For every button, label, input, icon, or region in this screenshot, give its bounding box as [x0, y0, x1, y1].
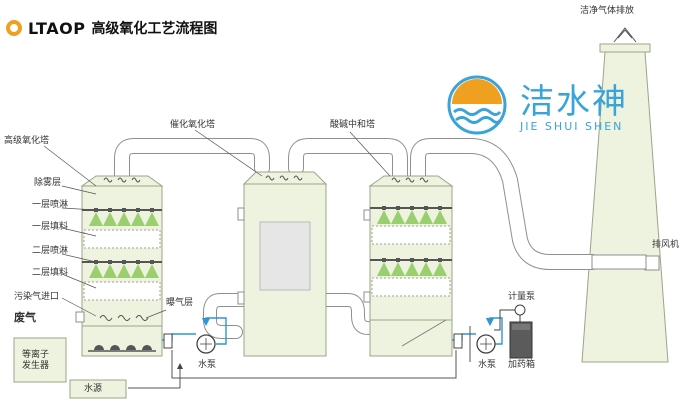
spray-fan: [419, 262, 433, 276]
spray-layer-1-label: 一层喷淋: [32, 200, 69, 210]
water-pump-2-label: 水泵: [478, 360, 497, 370]
spray-nozzle-icon: [108, 208, 112, 212]
spray-fan: [419, 210, 433, 224]
water-source-label: 水源: [84, 384, 103, 394]
metering-pump-label: 计量泵: [508, 292, 536, 302]
spray-nozzle-icon: [382, 206, 386, 210]
spray-nozzle-icon: [122, 260, 126, 264]
spray-fan: [103, 264, 117, 278]
spray-nozzle-icon: [122, 208, 126, 212]
dosing-tank-label: 加药箱: [508, 360, 536, 370]
logo-mark-icon: [447, 75, 507, 135]
metering-pump-icon: [494, 304, 526, 331]
plasma-generator-box: [13, 337, 67, 383]
clean-gas-arrow-icon: [613, 27, 637, 43]
spray-fan: [145, 264, 159, 278]
exhaust-fan-icon: [644, 255, 660, 271]
acid-base-tower-label: 酸碱中和塔: [330, 120, 376, 130]
aeration-layer-label: 曝气层: [166, 298, 194, 308]
water-pump-2-icon: [476, 334, 496, 354]
clean-gas-out-label: 洁净气体排放: [580, 6, 635, 16]
plasma-generator-label: 等离子 发生器: [22, 350, 50, 371]
advanced-oxidation-tower-label: 高级氧化塔: [4, 136, 50, 146]
leader-lines: [43, 129, 391, 319]
spray-nozzle-icon: [136, 260, 140, 264]
spray-fan: [377, 210, 391, 224]
spray-fan: [117, 264, 131, 278]
brand-dot-icon: [6, 20, 22, 36]
demister-label: 除雾层: [34, 178, 62, 188]
spray-fan: [103, 212, 117, 226]
spray-fan: [405, 210, 419, 224]
spray-nozzle-icon: [396, 206, 400, 210]
catalytic-oxidation-tower-label: 催化氧化塔: [170, 120, 216, 130]
spray-fan: [131, 264, 145, 278]
water-source-box: [69, 379, 127, 399]
diagram-title: LTAOP 高级氧化工艺流程图: [6, 18, 217, 38]
spray-nozzle-icon: [396, 258, 400, 262]
water-pump-1-icon: [196, 334, 216, 354]
pollutant-inlet-label: 污染气进口: [14, 292, 60, 302]
spray-nozzle-icon: [424, 258, 428, 262]
spray-nozzle-icon: [382, 258, 386, 262]
valve-icon: [163, 333, 463, 349]
spray-fan: [89, 212, 103, 226]
drain-lines: [128, 326, 471, 389]
spray-nozzle-icon: [410, 258, 414, 262]
spray-nozzle-icon: [424, 206, 428, 210]
advanced-oxidation-tower: [75, 175, 164, 357]
spray-nozzle-icon: [438, 258, 442, 262]
spray-nozzle-icon: [150, 260, 154, 264]
gas-ducts: [114, 138, 647, 339]
logo-name-cn: 洁水神: [520, 82, 628, 122]
water-pump-1-label: 水泵: [198, 360, 217, 370]
spray-fan: [433, 262, 447, 276]
page-title: 高级氧化工艺流程图: [91, 21, 218, 37]
spray-nozzle-icon: [438, 206, 442, 210]
spray-fan: [377, 262, 391, 276]
logo-name-en: JIE SHUI SHEN: [520, 120, 624, 133]
spray-nozzle-icon: [410, 206, 414, 210]
catalytic-oxidation-tower: [237, 171, 328, 357]
spray-nozzle-icon: [150, 208, 154, 212]
spray-fan: [433, 210, 447, 224]
spray-fan: [89, 264, 103, 278]
spray-fan: [145, 212, 159, 226]
spray-fan: [391, 262, 405, 276]
exhaust-fan-label: 排风机: [652, 240, 680, 250]
dosing-tank-icon: [509, 321, 533, 359]
spray-nozzle-icon: [136, 208, 140, 212]
spray-fan: [117, 212, 131, 226]
brand-logo: 洁水神 JIE SHUI SHEN: [442, 74, 664, 136]
spray-nozzle-icon: [108, 260, 112, 264]
packing-layer-1-label: 一层填料: [32, 222, 69, 232]
spray-nozzles: [89, 206, 447, 278]
spray-fan: [131, 212, 145, 226]
spray-fan: [405, 262, 419, 276]
spray-layer-2-label: 二层喷淋: [32, 246, 69, 256]
spray-fan: [391, 210, 405, 224]
brand-name: LTAOP: [28, 18, 86, 38]
waste-gas-label: 废气: [14, 311, 36, 324]
packing-layer-2-label: 二层填料: [32, 268, 69, 278]
